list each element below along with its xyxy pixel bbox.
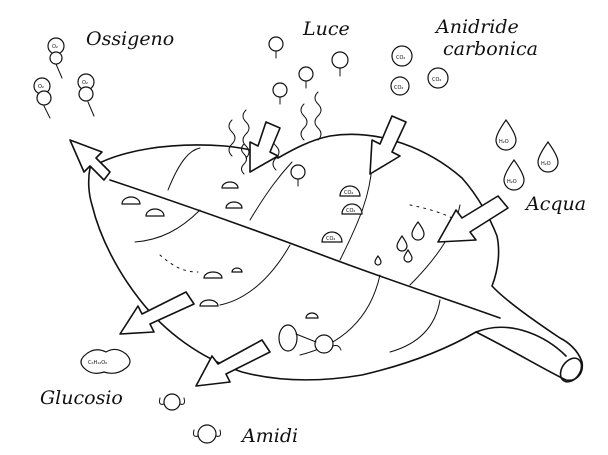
label-luce: Luce xyxy=(302,18,350,40)
label-ossigeno: Ossigeno xyxy=(86,28,174,50)
leaf-vein xyxy=(390,300,440,352)
water-drop: H₂O xyxy=(504,160,524,190)
co2-in-arrow xyxy=(370,116,406,174)
svg-text:H₂O: H₂O xyxy=(507,179,517,185)
svg-text:CO₂: CO₂ xyxy=(432,77,441,83)
leaf-stem xyxy=(476,327,566,356)
photon xyxy=(299,67,313,88)
water-drop xyxy=(375,256,381,265)
mound xyxy=(200,300,218,306)
co2-molecule: CO₂ xyxy=(342,204,362,214)
water-drop xyxy=(397,236,407,251)
leaf-vein xyxy=(168,148,200,190)
starch-molecule xyxy=(198,425,216,443)
co2-molecule: CO₂ xyxy=(340,186,360,196)
co2-molecule: CO₂ xyxy=(322,232,342,242)
svg-text:CO₂: CO₂ xyxy=(344,190,353,196)
co2-molecule: CO₂ xyxy=(428,68,448,88)
photon xyxy=(269,37,283,58)
svg-text:H₂O: H₂O xyxy=(499,139,509,145)
mound xyxy=(122,197,140,204)
water-drop: H₂O xyxy=(496,120,516,150)
starch-blob xyxy=(315,335,333,353)
label-glucosio: Glucosio xyxy=(40,387,123,409)
light-wave xyxy=(315,92,321,140)
label-acqua: Acqua xyxy=(524,193,586,215)
oxygen-molecule: O₂ xyxy=(78,74,94,101)
oxygen-molecule: O₂ xyxy=(34,78,51,105)
photon xyxy=(332,52,348,76)
mound xyxy=(204,272,222,278)
water-drop xyxy=(404,250,412,262)
glucose-out-arrow xyxy=(120,292,194,334)
light-in-arrow xyxy=(250,122,280,172)
photon xyxy=(291,165,305,186)
water-drop: H₂O xyxy=(538,142,558,172)
leaf-mounds xyxy=(122,182,318,318)
leaf-vein xyxy=(410,205,452,218)
leaf-vein xyxy=(135,210,200,242)
co2-molecule: CO₂ xyxy=(392,46,412,66)
oxygen-out-arrow xyxy=(70,140,110,180)
starch-blob xyxy=(279,325,297,351)
glucose-formula: C₆H₁₂O₆ xyxy=(88,360,107,366)
leaf-vein xyxy=(250,162,292,220)
leaf-vein xyxy=(160,255,198,272)
starch-out-arrow xyxy=(196,340,270,386)
label-amidi: Amidi xyxy=(240,425,298,447)
co2-molecule: CO₂ xyxy=(391,77,409,95)
oxygen-trail xyxy=(44,106,50,118)
photon xyxy=(273,83,287,104)
photons xyxy=(269,37,348,186)
label-carbonica: carbonica xyxy=(443,38,538,60)
mound xyxy=(232,268,242,272)
mound xyxy=(146,209,164,216)
oxygen-trail xyxy=(56,64,62,78)
oxygen-formula: O₂ xyxy=(52,44,58,50)
oxygen-molecules: O₂ O₂ O₂ xyxy=(34,38,94,118)
svg-text:CO₂: CO₂ xyxy=(346,208,355,214)
light-wave xyxy=(301,104,307,140)
svg-text:H₂O: H₂O xyxy=(541,161,551,167)
starch-molecule xyxy=(164,394,180,410)
light-wave xyxy=(229,120,235,156)
oxygen-molecule: O₂ xyxy=(48,38,64,64)
leaf-midrib xyxy=(110,180,500,318)
label-anidride: Anidride xyxy=(434,16,519,38)
svg-text:CO₂: CO₂ xyxy=(326,236,335,242)
oxygen-trail xyxy=(88,102,94,116)
oxygen-formula: O₂ xyxy=(38,84,44,90)
svg-text:CO₂: CO₂ xyxy=(394,85,403,91)
glucose-molecule: C₆H₁₂O₆ xyxy=(81,349,130,373)
oxygen-formula: O₂ xyxy=(82,80,88,86)
svg-text:CO₂: CO₂ xyxy=(396,55,405,61)
light-wave xyxy=(243,110,249,158)
mound xyxy=(306,313,318,318)
water-drop xyxy=(412,222,424,240)
leaf-vein xyxy=(220,245,290,305)
mound xyxy=(222,182,238,188)
mound xyxy=(226,202,242,208)
